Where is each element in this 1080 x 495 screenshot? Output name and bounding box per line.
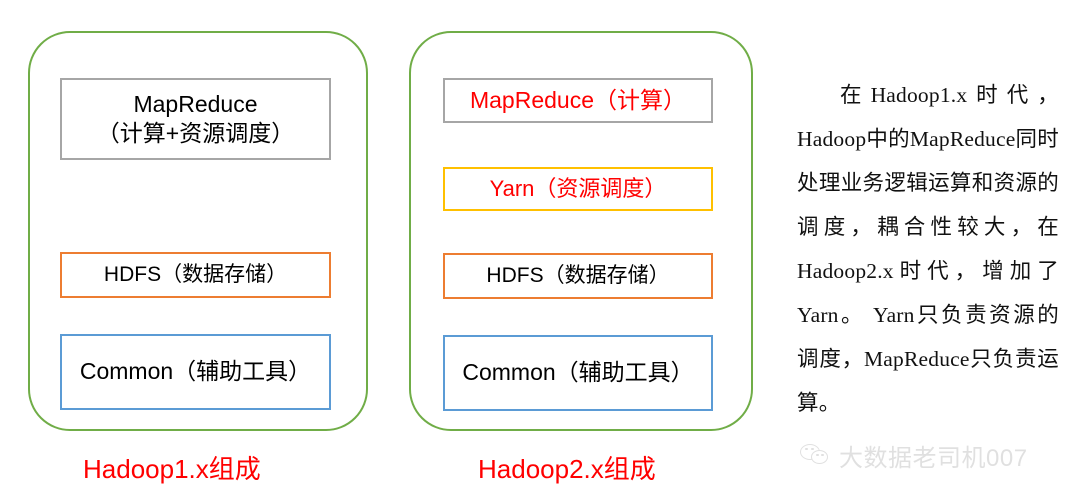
component-hadoop2-mapreduce: MapReduce（计算）	[443, 78, 713, 123]
group-hadoop2	[409, 31, 753, 431]
component-label: Common（辅助工具）	[79, 358, 312, 385]
component-hadoop1-hdfs: HDFS（数据存储）	[60, 252, 331, 298]
group-hadoop1	[28, 31, 368, 431]
component-hadoop1-common: Common（辅助工具）	[60, 334, 331, 410]
component-label: MapReduce （计算+资源调度）	[96, 90, 295, 146]
component-hadoop2-hdfs: HDFS（数据存储）	[443, 253, 713, 299]
component-label: MapReduce（计算）	[469, 86, 687, 113]
caption-hadoop2: Hadoop2.x组成	[478, 454, 656, 484]
component-hadoop2-common: Common（辅助工具）	[443, 335, 713, 411]
component-label: HDFS（数据存储）	[103, 262, 288, 286]
component-hadoop1-mapreduce: MapReduce （计算+资源调度）	[60, 78, 331, 160]
component-label: Common（辅助工具）	[462, 359, 694, 386]
watermark-text: 大数据老司机007	[839, 445, 1028, 472]
wechat-icon	[800, 443, 830, 469]
component-label: HDFS（数据存储）	[486, 263, 670, 287]
watermark: 大数据老司机007	[800, 438, 1028, 473]
component-label: Yarn（资源调度）	[489, 175, 667, 201]
explanation-paragraph: 在Hadoop1.x时代，Hadoop中的MapReduce同时处理业务逻辑运算…	[797, 83, 1059, 415]
component-hadoop2-yarn: Yarn（资源调度）	[443, 167, 713, 211]
caption-hadoop1: Hadoop1.x组成	[83, 454, 261, 484]
